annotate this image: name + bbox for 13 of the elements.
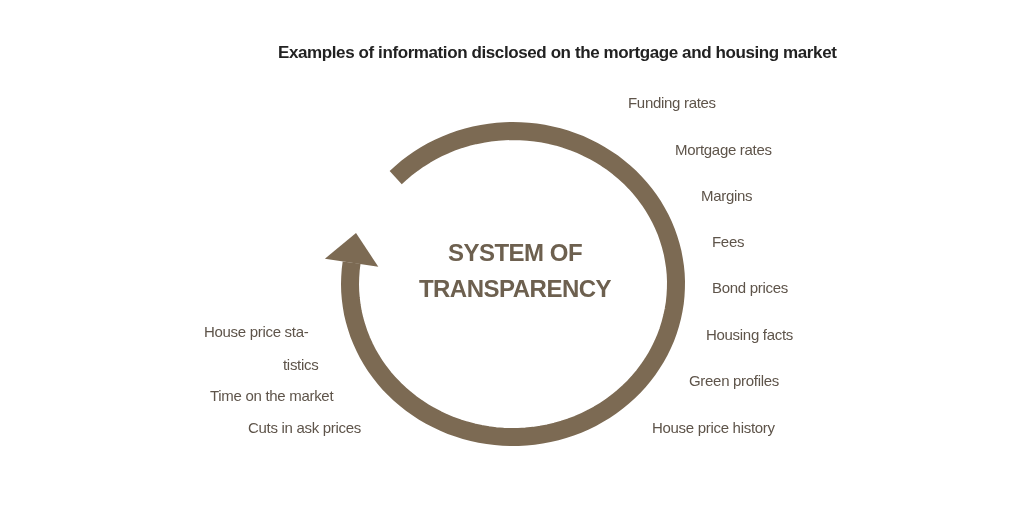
info-label: Funding rates [628, 93, 716, 113]
info-label: Housing facts [706, 325, 793, 345]
info-label: Green profiles [689, 371, 779, 391]
info-label: Cuts in ask prices [248, 418, 361, 438]
diagram-title: Examples of information disclosed on the mortgage and housing market [278, 42, 837, 64]
info-label: Bond prices [712, 278, 788, 298]
info-label: Margins [701, 186, 753, 206]
info-label: Time on the market [210, 386, 334, 406]
center-heading: SYSTEM OF TRANSPARENCY [417, 238, 613, 304]
info-label: Fees [712, 232, 745, 252]
info-label: House price history [652, 418, 775, 438]
info-label: Mortgage rates [675, 140, 772, 160]
info-label: House price sta- tistics [204, 321, 320, 375]
